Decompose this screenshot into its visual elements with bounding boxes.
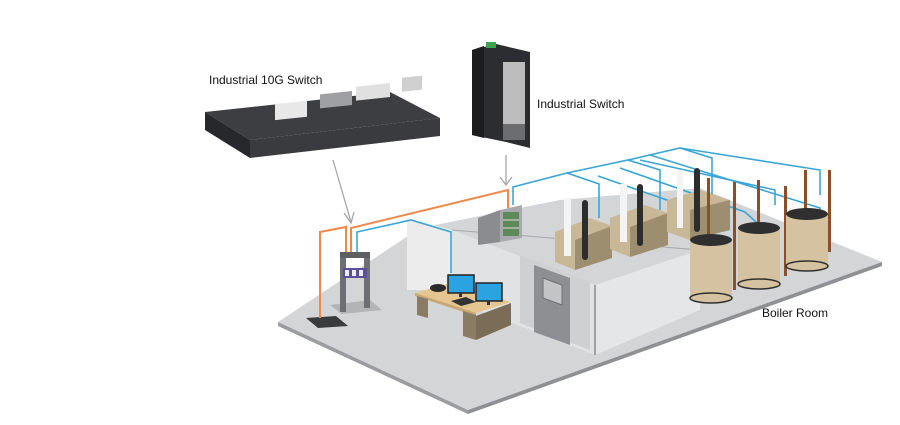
label-industrial-10g-switch: Industrial 10G Switch <box>209 73 323 87</box>
network-rack <box>330 252 382 314</box>
boilers <box>555 168 730 270</box>
water-tanks <box>689 170 831 304</box>
tank-3 <box>785 170 831 272</box>
switch-10g-device <box>205 75 440 158</box>
monitor-left <box>447 274 475 294</box>
workstation <box>415 274 511 340</box>
label-boiler-room: Boiler Room <box>762 306 829 320</box>
boiler-2 <box>610 184 668 257</box>
tank-1 <box>689 178 736 304</box>
label-industrial-switch: Industrial Switch <box>537 97 625 111</box>
monitor-right <box>475 282 503 302</box>
tank-2 <box>737 180 787 290</box>
fiber-cables <box>319 188 509 318</box>
door <box>534 265 570 345</box>
callout-arrows <box>332 155 513 225</box>
control-panel <box>478 205 522 245</box>
boiler-1 <box>555 198 612 270</box>
boiler-3 <box>667 168 730 240</box>
floor-grate <box>306 316 348 328</box>
industrial-switch-device <box>472 42 530 148</box>
